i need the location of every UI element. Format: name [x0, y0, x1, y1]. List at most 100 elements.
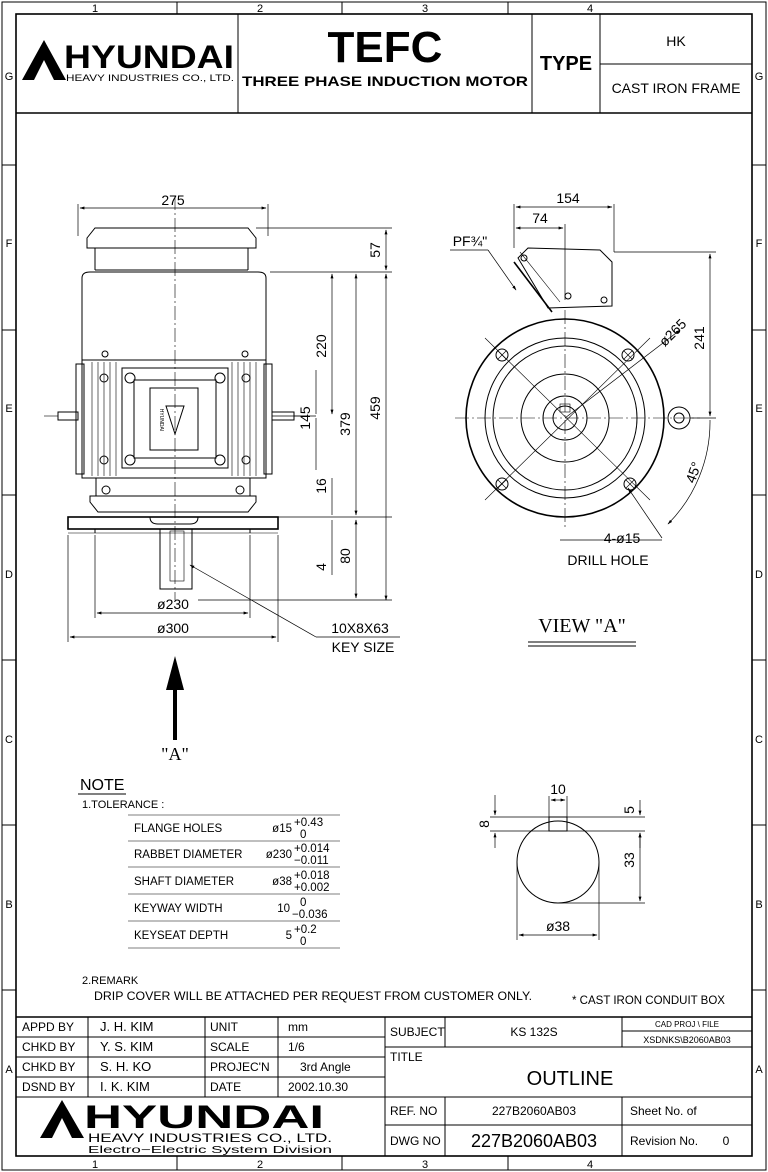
row-label-e-right: E	[755, 403, 762, 415]
info-value: 2002.10.30	[288, 1080, 348, 1094]
sheet-label: Sheet No. of	[630, 1104, 697, 1118]
end-view	[455, 247, 700, 528]
dim-drill-hole: DRILL HOLE	[567, 552, 648, 568]
tolerance-lower: 0	[300, 829, 306, 841]
header-subtitle: THREE PHASE INDUCTION MOTOR	[242, 73, 528, 89]
end-view-dimensions: 154 74 PF¾" ø265 241 45° 4-ø15 DRILL HOL…	[450, 190, 716, 647]
tolerance-name: FLANGE HOLES	[134, 823, 223, 835]
info-value: mm	[288, 1020, 308, 1034]
title-logo-sub1: HEAVY INDUSTRIES CO., LTD.	[88, 1131, 332, 1145]
tolerance-name: RABBET DIAMETER	[134, 849, 242, 861]
tolerance-upper: +0.018	[294, 870, 330, 882]
remark-text: DRIP COVER WILL BE ATTACHED PER REQUEST …	[94, 991, 532, 1003]
hyundai-logo-icon	[40, 1100, 84, 1138]
header-logo-sub: HEAVY INDUSTRIES CO., LTD.	[66, 73, 234, 84]
front-view-dimensions: 275 57 220 145 379 459 16 4 80 ø230 ø300	[67, 192, 400, 655]
dim-pf: PF¾"	[453, 233, 488, 249]
header-block: HYUNDAI HEAVY INDUSTRIES CO., LTD. TEFC …	[16, 14, 752, 114]
tolerance-table: FLANGE HOLES ø15 +0.43 0 RABBET DIAMETER…	[128, 814, 340, 949]
dwg-value: 227B2060AB03	[471, 1131, 597, 1151]
tolerance-title: 1.TOLERANCE :	[82, 799, 164, 811]
title-block: APPD BY J. H. KIM CHKD BY Y. S. KIM CHKD…	[16, 1016, 752, 1156]
subject-label: SUBJECT	[390, 1025, 445, 1039]
row-label-b: B	[5, 899, 12, 911]
title-logo-text: HYUNDAI	[84, 1099, 324, 1135]
header-type-label: TYPE	[540, 53, 592, 75]
subject-value: KS 132S	[510, 1025, 557, 1039]
ref-label: REF. NO	[390, 1104, 437, 1118]
header-frame-value: CAST IRON FRAME	[612, 80, 741, 96]
dim-57: 57	[367, 242, 383, 258]
info-value: 3rd Angle	[300, 1060, 351, 1074]
cad-value: XSDNKS\B2060AB03	[643, 1035, 731, 1045]
title-label: TITLE	[390, 1050, 423, 1064]
col-label-2-bottom: 2	[257, 1159, 263, 1171]
header-logo: HYUNDAI HEAVY INDUSTRIES CO., LTD.	[22, 39, 234, 84]
tolerance-name: KEYWAY WIDTH	[134, 903, 223, 915]
dim-220: 220	[313, 334, 329, 358]
view-a-arrow: "A"	[161, 656, 189, 764]
notes-section: NOTE 1.TOLERANCE : FLANGE HOLES ø15 +0.4…	[78, 777, 725, 1007]
row-label-a-right: A	[755, 1064, 763, 1076]
front-view: HYUNDAI	[44, 196, 308, 600]
info-label: SCALE	[210, 1040, 249, 1054]
info-label: UNIT	[210, 1020, 239, 1034]
title-logo-sub2: Electro−Electric System Division	[88, 1145, 332, 1156]
approval-name: S. H. KO	[100, 1059, 151, 1074]
col-label-1: 1	[92, 3, 98, 15]
header-logo-text: HYUNDAI	[64, 39, 234, 75]
row-labels-left: G F E D C B A	[5, 71, 14, 1076]
row-label-g-right: G	[755, 71, 764, 83]
dim-230: ø230	[157, 596, 189, 612]
row-label-d: D	[5, 569, 13, 581]
tolerance-nominal: 5	[286, 930, 292, 942]
tolerance-upper: +0.014	[294, 843, 330, 855]
dim-4: 4	[313, 563, 329, 571]
dim-154: 154	[556, 190, 580, 206]
approval-name: I. K. KIM	[100, 1079, 150, 1094]
key-size-label: KEY SIZE	[332, 639, 395, 655]
dim-379: 379	[337, 412, 353, 436]
dim-459: 459	[367, 396, 383, 420]
tolerance-nominal: ø15	[272, 823, 292, 835]
row-label-d-right: D	[755, 569, 763, 581]
shaft-dim-5: 5	[621, 806, 637, 814]
nameplate-text: HYUNDAI	[158, 409, 164, 432]
cad-label: CAD PROJ \ FILE	[655, 1020, 719, 1029]
arrow-up-icon	[166, 656, 184, 690]
dim-16: 16	[313, 478, 329, 494]
approval-role: CHKD BY	[22, 1040, 75, 1054]
dwg-label: DWG NO	[390, 1134, 441, 1148]
row-label-e: E	[5, 403, 12, 415]
shaft-section: 10 5 33 8 ø38	[476, 781, 645, 940]
tolerance-nominal: 10	[277, 903, 290, 915]
tolerance-lower: +0.002	[294, 882, 330, 894]
col-label-2: 2	[257, 3, 263, 15]
conduit-note: * CAST IRON CONDUIT BOX	[572, 995, 725, 1007]
approval-role: CHKD BY	[22, 1060, 75, 1074]
row-label-a: A	[5, 1064, 13, 1076]
dim-265: ø265	[656, 315, 690, 349]
dim-80: 80	[337, 548, 353, 564]
dim-145: 145	[297, 406, 313, 430]
row-label-f-right: F	[756, 238, 763, 250]
tolerance-name: KEYSEAT DEPTH	[134, 930, 228, 942]
shaft-dim-8: 8	[476, 820, 492, 828]
dim-45-angle: 45°	[682, 460, 704, 485]
dim-4-holes: 4-ø15	[604, 530, 641, 546]
row-label-c: C	[5, 734, 13, 746]
remark-title: 2.REMARK	[82, 975, 139, 987]
tolerance-nominal: ø38	[272, 876, 292, 888]
revision-value: 0	[723, 1134, 730, 1148]
row-label-b-right: B	[755, 899, 762, 911]
shaft-dim-10: 10	[550, 781, 566, 797]
dim-275: 275	[161, 192, 185, 208]
header-title: TEFC	[328, 23, 443, 72]
info-label: DATE	[210, 1080, 241, 1094]
key-size-value: 10X8X63	[331, 620, 389, 636]
approval-role: APPD BY	[22, 1020, 74, 1034]
dim-241: 241	[691, 326, 707, 350]
ref-value: 227B2060AB03	[492, 1104, 576, 1118]
